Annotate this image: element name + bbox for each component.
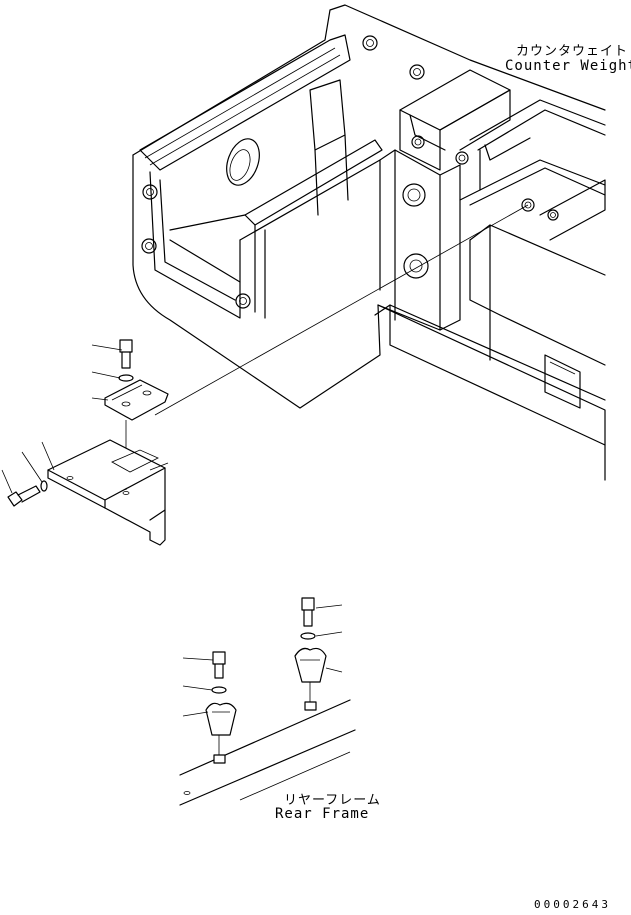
clip-set-left bbox=[205, 651, 237, 764]
counterweight-body bbox=[132, 4, 606, 481]
counterweight-label-jp: カウンタウェイト bbox=[516, 44, 629, 59]
rear-frame-label-en: Rear Frame bbox=[275, 806, 370, 822]
rear-frame-assembly bbox=[179, 597, 356, 806]
counterweight-label-en: Counter Weight bbox=[505, 58, 631, 74]
leader-lines-frame bbox=[182, 604, 343, 717]
drawing-code: 00002643 bbox=[534, 898, 611, 911]
washer-upper bbox=[118, 374, 134, 382]
l-bracket bbox=[47, 439, 166, 501]
clip-set-right bbox=[294, 597, 327, 711]
assembly-line bbox=[154, 204, 529, 416]
bracket-assembly bbox=[1, 339, 169, 546]
mounting-holes bbox=[141, 35, 559, 309]
rear-frame-label-jp: リヤーフレーム bbox=[284, 793, 381, 808]
bolt-upper bbox=[119, 339, 133, 369]
clamp-plate bbox=[104, 379, 169, 421]
leader-lines-bracket bbox=[1, 344, 169, 494]
bolt-side bbox=[7, 485, 41, 507]
washer-side bbox=[40, 480, 48, 492]
